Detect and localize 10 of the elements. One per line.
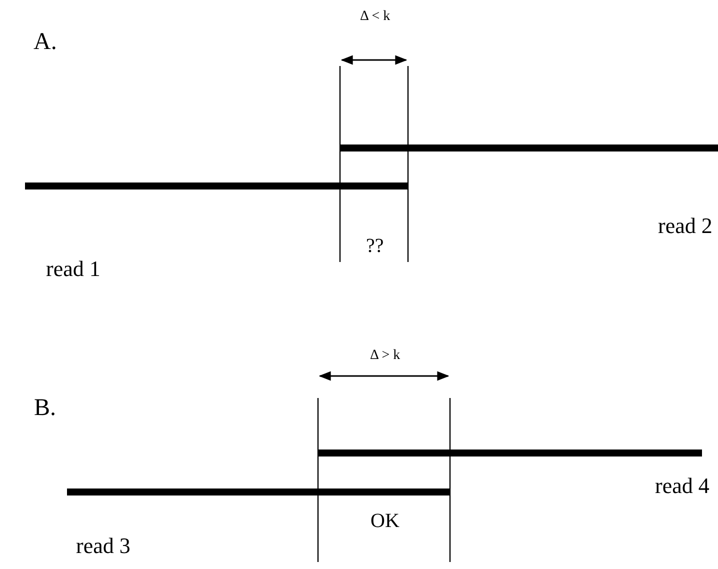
dimension-label: Δ > k xyxy=(370,349,400,363)
gap-label: ?? xyxy=(366,236,384,256)
panel-label: A. xyxy=(34,30,57,54)
dimension-label: Δ < k xyxy=(360,10,390,24)
panel-label: B. xyxy=(34,396,56,420)
read-label: read 4 xyxy=(655,475,710,497)
read-label: read 3 xyxy=(76,535,130,557)
read-label: read 1 xyxy=(46,258,100,280)
read-label: read 2 xyxy=(658,215,712,237)
gap-label: OK xyxy=(370,511,400,531)
